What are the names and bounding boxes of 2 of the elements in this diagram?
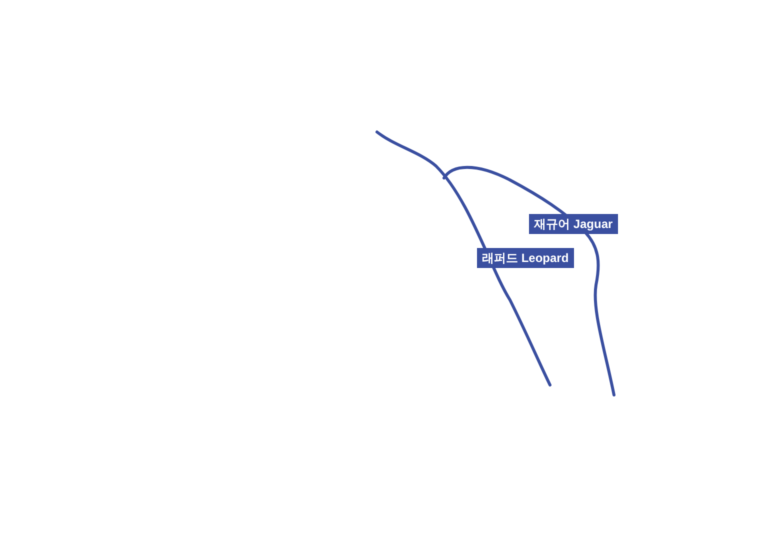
name-tag: 재규어 Jaguar <box>529 214 618 234</box>
name-tag: 래퍼드 Leopard <box>477 248 574 268</box>
